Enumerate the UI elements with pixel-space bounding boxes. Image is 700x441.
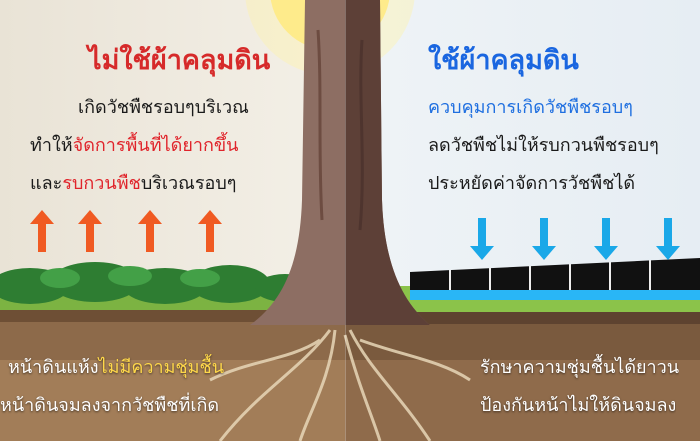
right-line-2: ลดวัชพืชไม่ให้รบกวนพืชรอบๆ bbox=[428, 135, 659, 156]
left-line-3-suffix: บริเวณรอบๆ bbox=[140, 173, 237, 194]
tree-roots bbox=[209, 329, 471, 441]
left-bottom-2: หน้าดินจมลงจากวัชพืชที่เกิด bbox=[0, 395, 220, 416]
left-line-3-prefix: และ bbox=[30, 173, 63, 194]
right-arrows bbox=[470, 218, 680, 260]
right-line-1: ควบคุมการเกิดวัชพืชรอบๆ bbox=[428, 97, 633, 118]
ground-cover-fabric bbox=[410, 258, 700, 300]
left-bottom-1-prefix: หน้าดินแห้ง bbox=[8, 357, 99, 378]
left-title: ไม่ใช้ผ้าคลุมดิน bbox=[88, 45, 271, 76]
left-line-3-highlight: รบกวนพืช bbox=[62, 173, 141, 194]
left-line-2-prefix: ทำให้ bbox=[30, 135, 73, 156]
left-arrows bbox=[30, 210, 222, 252]
arrow-up-icon bbox=[78, 210, 102, 252]
left-line-3: และรบกวนพืชบริเวณรอบๆ bbox=[30, 168, 236, 197]
left-line-2: ทำให้จัดการพื้นที่ได้ยากขึ้น bbox=[30, 130, 239, 159]
left-bottom-1-highlight: ไม่มีความชุ่มชื้น bbox=[98, 357, 225, 378]
left-line-1: เกิดวัชพืชรอบๆบริเวณ bbox=[78, 97, 249, 118]
arrow-down-icon bbox=[656, 218, 680, 260]
arrow-up-icon bbox=[198, 210, 222, 252]
right-line-3: ประหยัดค่าจัดการวัชพืชได้ bbox=[428, 173, 636, 194]
right-bottom-1: รักษาความชุ่มชื้นได้ยาวน bbox=[480, 357, 680, 378]
right-title: ใช้ผ้าคลุมดิน bbox=[428, 45, 579, 76]
arrow-down-icon bbox=[532, 218, 556, 260]
arrow-up-icon bbox=[138, 210, 162, 252]
arrow-down-icon bbox=[470, 218, 494, 260]
arrow-up-icon bbox=[30, 210, 54, 252]
left-line-2-highlight: จัดการพื้นที่ได้ยากขึ้น bbox=[72, 135, 239, 156]
arrow-down-icon bbox=[594, 218, 618, 260]
right-bottom-2: ป้องกันหน้าไม่ให้ดินจมลง bbox=[480, 395, 677, 416]
left-bottom-1: หน้าดินแห้งไม่มีความชุ่มชื้น bbox=[8, 352, 224, 381]
